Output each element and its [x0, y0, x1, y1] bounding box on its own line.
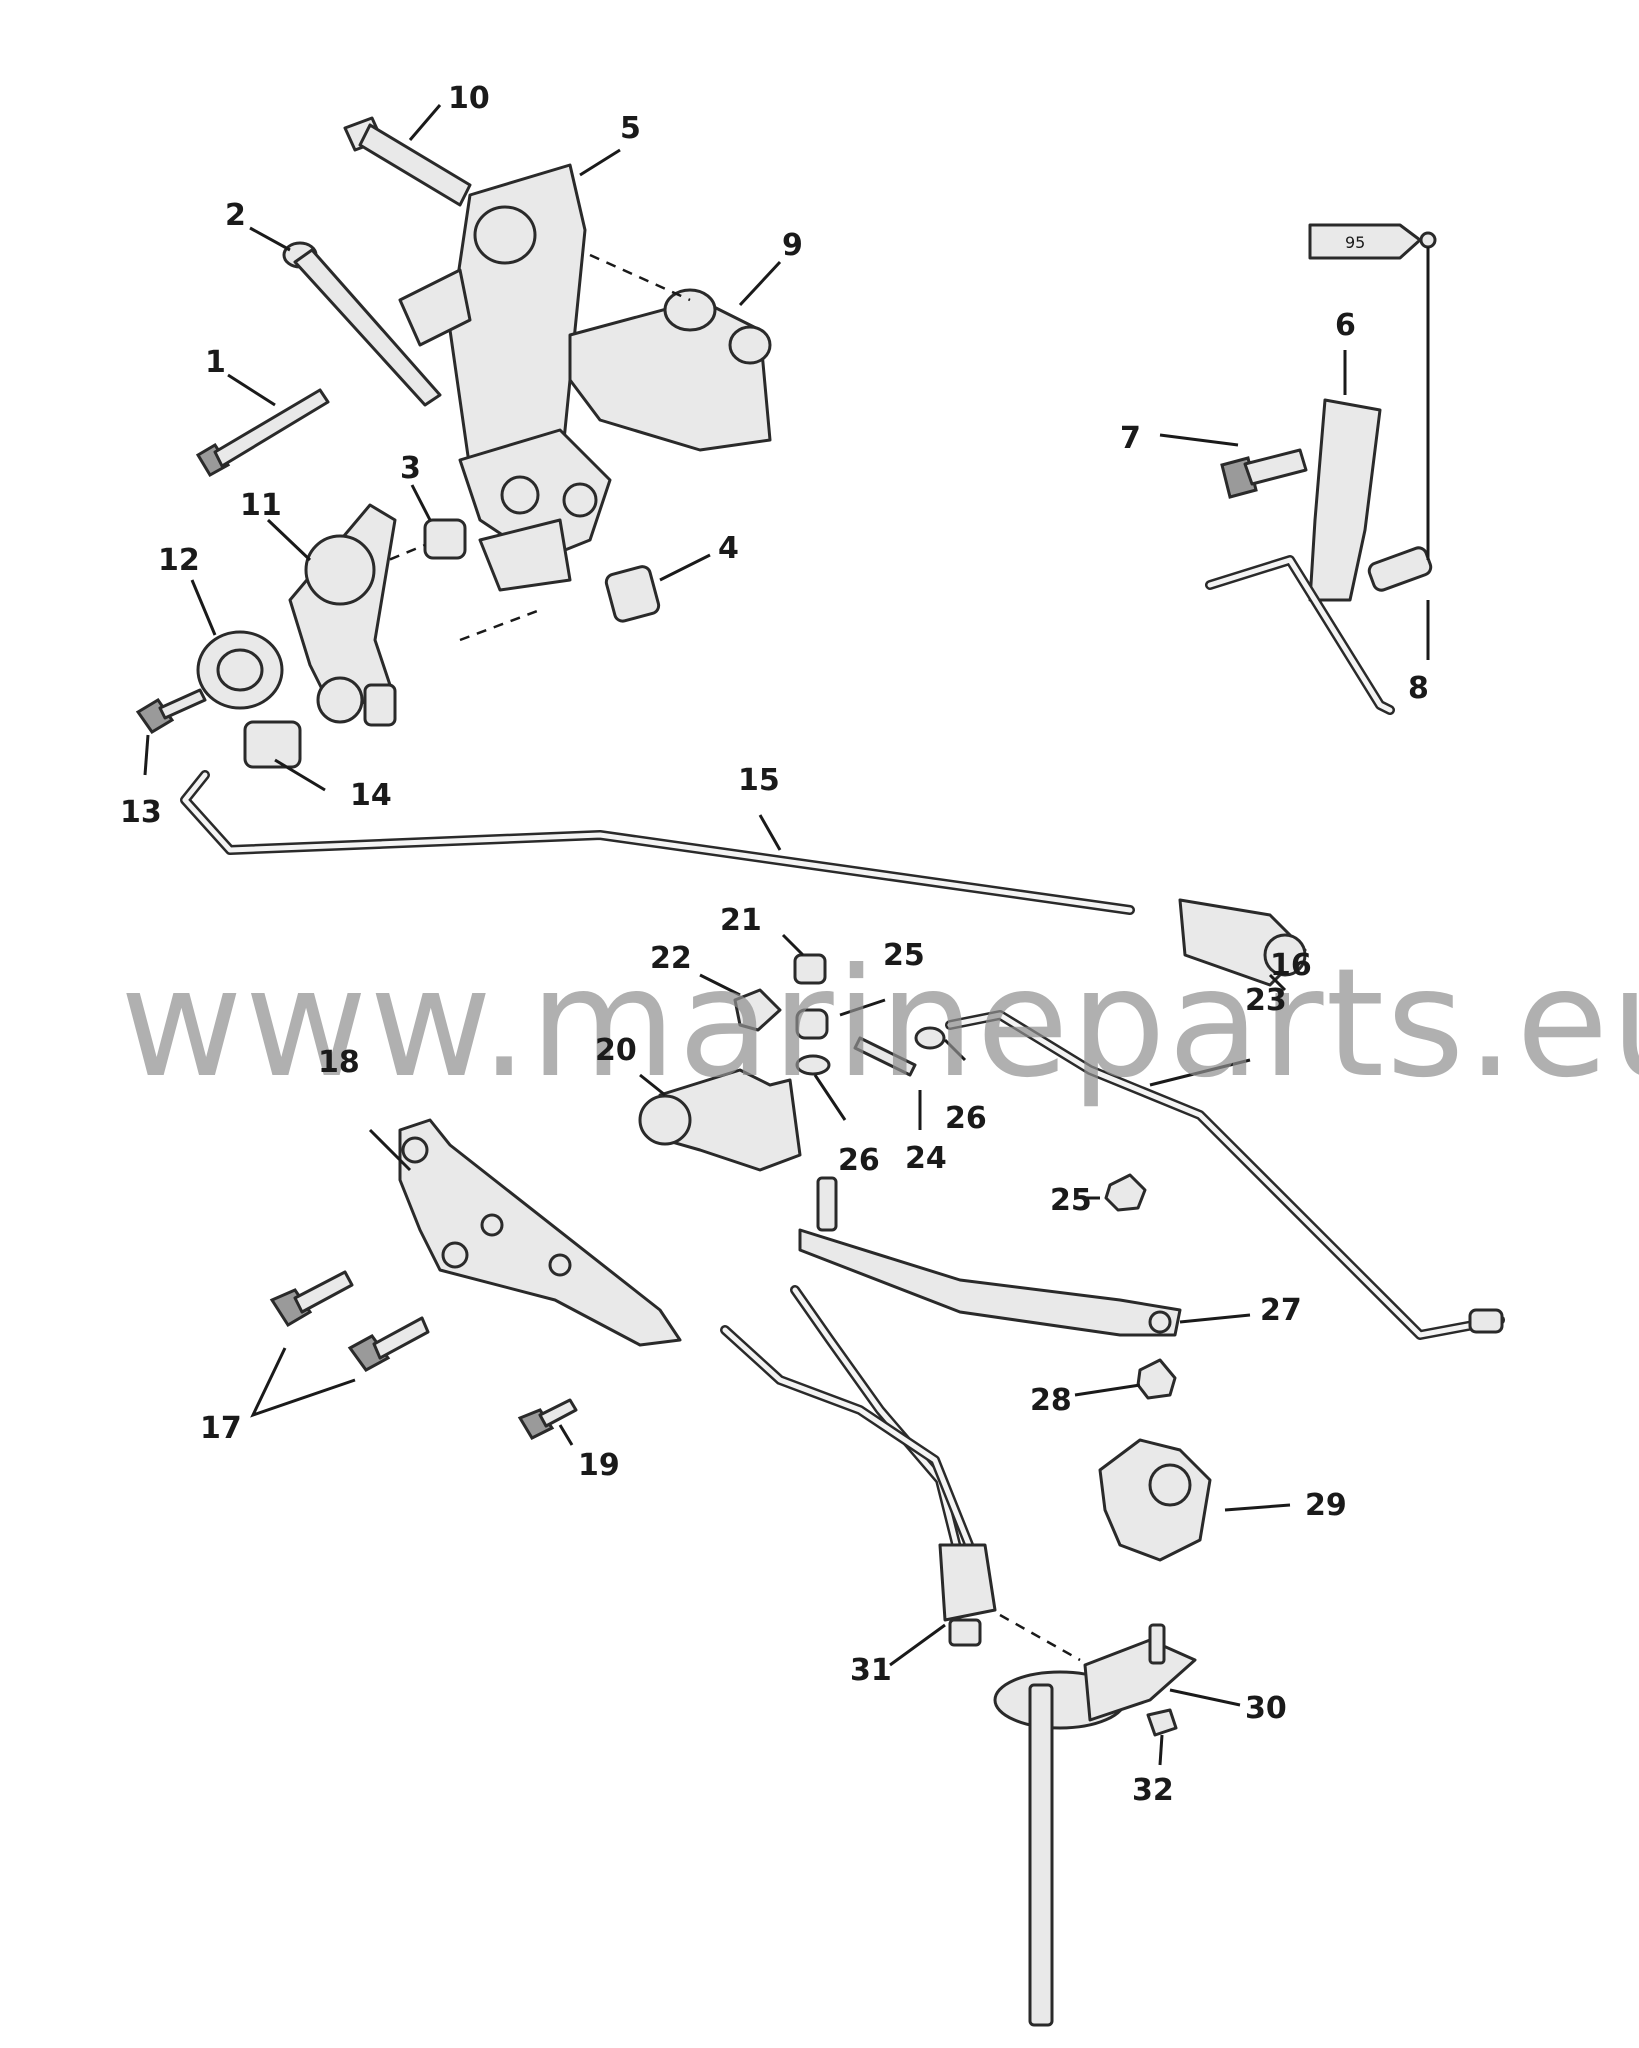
leader-lines	[143, 104, 1430, 1766]
part-22-spring	[733, 988, 782, 1032]
callout-26: 26	[945, 1101, 987, 1136]
part-5-bracket	[398, 163, 612, 592]
part-25-nut	[795, 1008, 829, 1040]
part-25-nut-2	[1104, 1173, 1147, 1212]
part-3-bushing	[423, 518, 467, 560]
callout-9: 9	[782, 228, 803, 263]
part-19-screw	[517, 1398, 578, 1440]
callout-32: 32	[1132, 1773, 1174, 1808]
part-17-screw-2	[347, 1316, 430, 1372]
part-4-bushing	[604, 565, 661, 623]
part-26-washer-2	[914, 1026, 946, 1050]
callout-27: 27	[1260, 1293, 1302, 1328]
callout-6: 6	[1335, 308, 1356, 343]
part-29-switch	[1098, 1438, 1212, 1562]
part-2-pin	[282, 241, 442, 407]
callout-28: 28	[1030, 1383, 1072, 1418]
callout-30: 30	[1245, 1691, 1287, 1726]
part-1-screw	[195, 388, 330, 478]
callout-3: 3	[400, 451, 421, 486]
callout-12: 12	[158, 543, 200, 578]
callout-22: 22	[650, 941, 692, 976]
watermark: www.marineparts.eu	[120, 937, 1639, 1111]
part-16-rod-end	[1178, 898, 1307, 987]
callout-16: 16	[1270, 948, 1312, 983]
callout-1: 1	[205, 345, 226, 380]
part-11-cam-lever	[288, 503, 397, 727]
callout-25: 25	[883, 938, 925, 973]
sealant-tube: 95	[1308, 223, 1437, 260]
callout-15: 15	[738, 763, 780, 798]
part-7-bolt	[1220, 448, 1308, 499]
callout-31: 31	[850, 1653, 892, 1688]
part-23-link-rod	[945, 1010, 1505, 1340]
callout-26-second: 26	[838, 1143, 880, 1178]
callout-18: 18	[318, 1045, 360, 1080]
callout-23: 23	[1245, 983, 1287, 1018]
part-17-screw-1	[269, 1270, 354, 1328]
part-30-shaft	[993, 1623, 1197, 2027]
part-10-bolt	[343, 116, 472, 207]
sealant-tube-label: 95	[1345, 233, 1365, 252]
callout-11: 11	[240, 488, 282, 523]
part-9-link	[568, 288, 772, 452]
callout-4: 4	[718, 531, 739, 566]
part-6-bracket	[1205, 398, 1395, 715]
part-12-roller	[196, 630, 284, 710]
part-8-spacer	[1367, 546, 1433, 592]
part-32-screw	[1146, 1708, 1178, 1737]
part-28-screw	[1136, 1358, 1177, 1400]
callout-20: 20	[595, 1033, 637, 1068]
part-26-washer	[795, 1054, 831, 1076]
callout-13: 13	[120, 795, 162, 830]
part-21-screw	[793, 953, 827, 985]
callout-29: 29	[1305, 1488, 1347, 1523]
callout-21: 21	[720, 903, 762, 938]
part-13-screw	[135, 688, 207, 735]
callout-8: 8	[1408, 671, 1429, 706]
callout-14: 14	[350, 778, 392, 813]
part-31-harness	[720, 1285, 997, 1647]
part-14-connector	[243, 720, 302, 769]
callout-5: 5	[620, 111, 641, 146]
part-24-pin	[853, 1036, 917, 1077]
callout-10: 10	[448, 81, 490, 116]
part-20-housing	[638, 1068, 802, 1172]
callout-24: 24	[905, 1141, 947, 1176]
callout-7: 7	[1120, 421, 1141, 456]
callout-25-second: 25	[1050, 1183, 1092, 1218]
callout-labels: 10 5 2 9 1 3 11 4 12 13 14 15 16 7 6 8 2…	[120, 81, 1429, 1808]
callout-19: 19	[578, 1448, 620, 1483]
callout-17: 17	[200, 1411, 242, 1446]
part-15-link-rod	[180, 770, 1135, 915]
callout-2: 2	[225, 198, 246, 233]
part-18-lever-plate	[398, 1118, 682, 1347]
part-27-arm	[798, 1176, 1182, 1337]
